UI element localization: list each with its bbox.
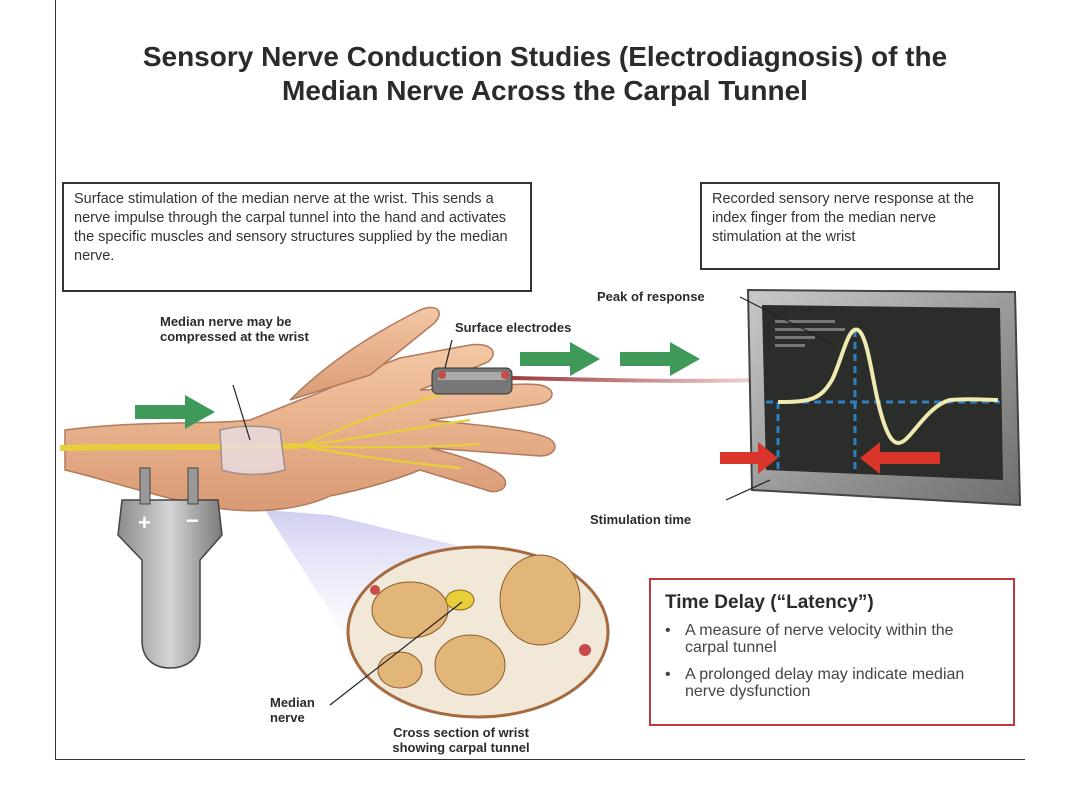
bullet-dot-icon: • [665,666,671,683]
frame-left-border [55,0,56,760]
green-arrow-finger-1 [520,342,600,376]
green-arrow-finger-2 [620,342,700,376]
oscilloscope-monitor [746,288,1022,507]
label-surface-electrodes: Surface electrodes [455,320,572,335]
label-peak-of-response: Peak of response [597,289,705,304]
latency-bullet-text: A prolonged delay may indicate median ne… [685,666,965,700]
green-arrow-wrist [135,395,215,429]
electrode-wire [511,376,761,383]
stimulation-description-box: Surface stimulation of the median nerve … [62,182,532,292]
surface-electrodes-icon [431,367,513,395]
title-line-1: Sensory Nerve Conduction Studies (Electr… [142,41,948,72]
red-arrow-peak [860,442,940,474]
recorded-response-box: Recorded sensory nerve response at the i… [700,182,1000,270]
hand-illustration [59,306,556,512]
nerve-response-trace [777,327,999,445]
stimulator-probe-icon: + − [117,467,223,669]
latency-bullet: • A measure of nerve velocity within the… [665,622,999,656]
wrist-cross-section-icon [346,545,610,719]
bullet-dot-icon: • [665,622,671,639]
stimulator-plus-sign: + [138,510,151,535]
green-arrows [135,342,700,429]
latency-box: Time Delay (“Latency”) • A measure of ne… [649,578,1015,726]
leader-lines [232,296,836,706]
label-cross-section: Cross section of wrist showing carpal tu… [392,725,530,755]
stimulator-minus-sign: − [186,508,199,533]
latency-bullet: • A prolonged delay may indicate median … [665,666,999,700]
title-line-2: Median Nerve Across the Carpal Tunnel [282,75,808,106]
latency-title: Time Delay (“Latency”) [665,592,874,613]
frame-bottom-border [55,759,1025,760]
page-title: Sensory Nerve Conduction Studies (Electr… [60,40,1030,108]
red-arrow-stim [720,442,778,474]
latency-bullet-text: A measure of nerve velocity within the c… [685,622,954,656]
label-stimulation-time: Stimulation time [590,512,692,527]
label-median-compressed: Median nerve may be compressed at the wr… [160,314,309,344]
label-median-nerve: Median nerve [270,695,315,725]
